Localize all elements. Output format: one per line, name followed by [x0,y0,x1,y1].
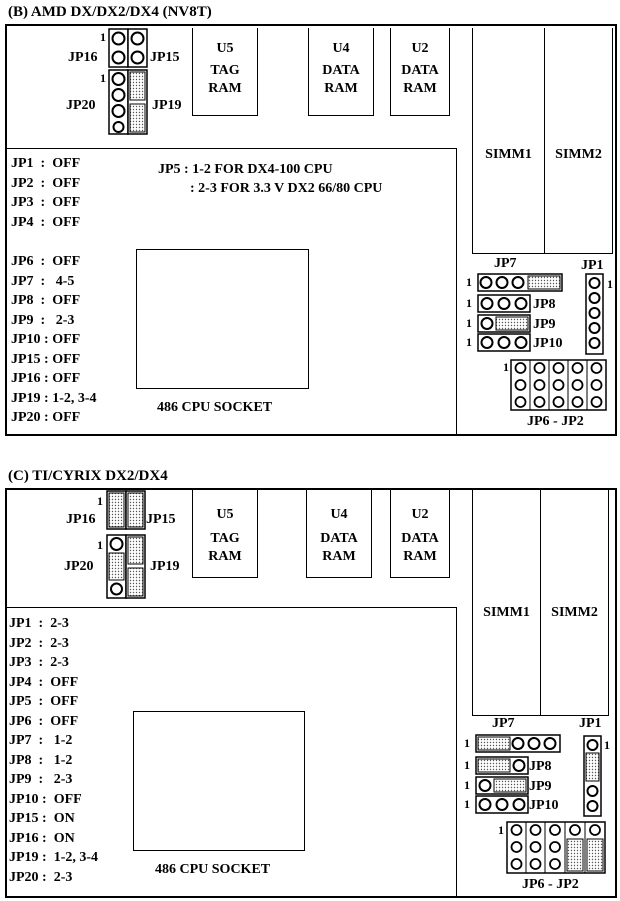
pin1-label: 1 [503,360,509,374]
jp20-jumper-b [108,69,129,135]
jp6-jp2-jumper-array-c [506,821,606,874]
pin1-label: 1 [607,277,613,291]
jp20-label-b: JP20 [66,98,96,113]
cpu-socket-b [136,249,309,389]
pin1-label: 1 [464,758,470,772]
jp10-label-c: JP10 [529,798,559,813]
pin1-label: 1 [100,30,106,44]
simm2-socket-c: SIMM2 [540,490,609,716]
jp6-jp2-jumper-array-b [510,359,607,411]
jp8-jumper-b [477,294,531,313]
u4-data-ram-b: U4 DATA RAM [308,28,374,116]
cpu-socket-label-b: 486 CPU SOCKET [157,400,273,415]
pin1-label: 1 [466,335,472,349]
pin1-label: 1 [498,823,504,837]
jp20-jumper-c [106,534,127,599]
jp9-jumper-c [475,776,529,795]
jp15-label-c: JP15 [146,512,176,527]
jp5-note-1-b: JP5 : 1-2 FOR DX4-100 CPU [158,162,333,177]
jp19-label-b: JP19 [152,98,182,113]
section-c-title: (C) TI/CYRIX DX2/DX4 [8,468,168,484]
jp7-jumper-b [477,273,563,292]
pin1-label: 1 [464,736,470,750]
jp16-jumper-b [108,28,129,68]
u5-tag-ram-b: U5 TAG RAM [192,28,258,116]
jumper-settings-top-b: JP1 : OFF JP2 : OFF JP3 : OFF JP4 : OFF [11,156,81,230]
jp15-label-b: JP15 [150,50,180,65]
simm2-socket-b: SIMM2 [544,28,613,254]
cpu-socket-label-c: 486 CPU SOCKET [155,862,271,877]
jp10-jumper-b [477,333,531,352]
jp7-label-b: JP7 [494,256,517,271]
u5-tag-ram-c: U5 TAG RAM [192,490,258,578]
jp7-jumper-c [475,734,561,753]
jp1-label-c: JP1 [579,716,602,731]
jp1-jumper-c [583,735,602,817]
section-b-board [5,24,617,436]
pin1-label: 1 [97,494,103,508]
jp15-jumper-c [125,490,146,530]
jp9-label-c: JP9 [529,779,552,794]
jumper-settings-bottom-b: JP6 : OFF JP7 : 4-5 JP8 : OFF JP9 : 2-3 … [11,254,97,425]
jp6-jp2-label-b: JP6 - JP2 [527,414,584,429]
section-b-title: (B) AMD DX/DX2/DX4 (NV8T) [8,4,212,20]
u2-data-ram-b: U2 DATA RAM [390,28,450,116]
u2-data-ram-c: U2 DATA RAM [390,490,450,578]
jp7-label-c: JP7 [492,716,515,731]
section-c-board [5,488,617,898]
jp6-jp2-label-c: JP6 - JP2 [522,877,579,892]
cpu-area-b [5,148,457,436]
jp20-label-c: JP20 [64,559,94,574]
jp8-jumper-c [475,756,529,775]
u4-data-ram-c: U4 DATA RAM [306,490,372,578]
jumper-settings-c: JP1 : 2-3 JP2 : 2-3 JP3 : 2-3 JP4 : OFF … [9,616,99,885]
jp1-label-b: JP1 [581,258,604,273]
jp16-label-c: JP16 [66,512,96,527]
pin1-label: 1 [466,316,472,330]
jp10-jumper-c [475,795,529,814]
pin1-label: 1 [466,296,472,310]
jp8-label-c: JP8 [529,759,552,774]
pin1-label: 1 [100,71,106,85]
jp5-note-2-b: : 2-3 FOR 3.3 V DX2 66/80 CPU [190,181,383,196]
cpu-area-c [5,607,457,898]
jp19-jumper-c [125,534,146,599]
jp9-label-b: JP9 [533,317,556,332]
jp1-jumper-b [585,273,604,355]
jp15-jumper-b [127,28,148,68]
cpu-socket-c [133,711,305,851]
pin1-label: 1 [97,538,103,552]
pin1-label: 1 [604,738,610,752]
pin1-label: 1 [464,797,470,811]
jp19-jumper-b [127,69,148,135]
jp9-jumper-b [477,314,531,333]
jp16-jumper-c [106,490,127,530]
pin1-label: 1 [466,275,472,289]
pin1-label: 1 [464,778,470,792]
jp16-label-b: JP16 [68,50,98,65]
jp10-label-b: JP10 [533,336,563,351]
jp19-label-c: JP19 [150,559,180,574]
jp8-label-b: JP8 [533,297,556,312]
